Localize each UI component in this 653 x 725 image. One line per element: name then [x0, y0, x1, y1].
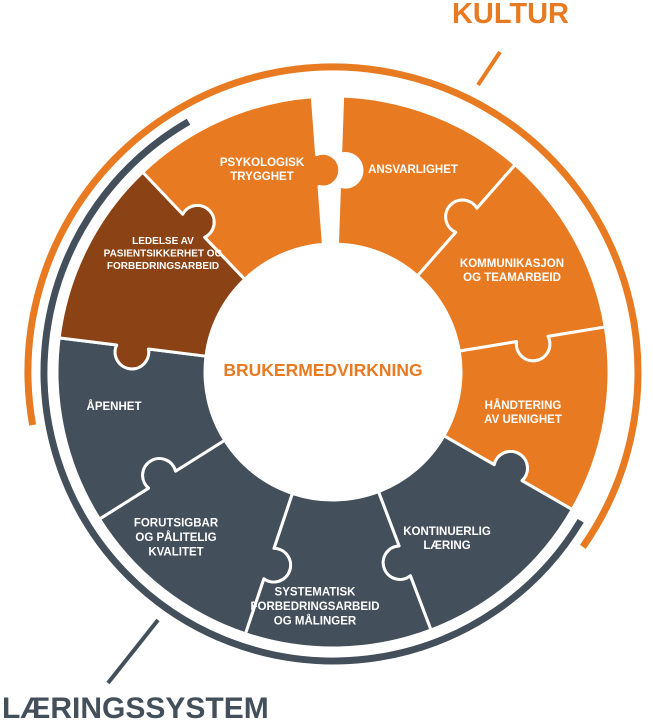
- outer-arcs: [24, 50, 642, 685]
- segment-label-apenhet: ÅPENHET: [87, 400, 142, 413]
- segment-label-line: OG PÅLITELIG: [135, 531, 216, 544]
- segment-label-psykologisk: PSYKOLOGISK TRYGGHET: [220, 157, 305, 183]
- segment-label-line: PSYKOLOGISK: [220, 157, 305, 169]
- segment-label-line: TRYGGHET: [230, 171, 293, 183]
- ring-segments: [55, 94, 611, 650]
- segment-label-line: AV UENIGHET: [484, 414, 562, 426]
- segment-label-line: FORBEDRINGSARBEID: [250, 601, 379, 613]
- segment-label-line: ÅPENHET: [87, 400, 142, 413]
- segment-label-line: SYSTEMATISK: [275, 587, 357, 599]
- segment-label-line: LEDELSE AV: [132, 236, 194, 247]
- segment-label-handtering: HÅNDTERING AV UENIGHET: [484, 399, 562, 426]
- segment-psykologisk: [141, 95, 342, 281]
- center-disc: [206, 245, 460, 499]
- segment-label-line: FORBEDRINGSARBEID: [107, 261, 219, 272]
- segment-labels: ANSVARLIGHET KOMMUNIKASJON OG TEAMARBEID HÅ…: [87, 157, 565, 628]
- segment-label-ansvarlighet: ANSVARLIGHET: [368, 164, 458, 176]
- kultur-arc: [24, 63, 642, 549]
- segment-label-line: OG MÅLINGER: [274, 614, 357, 627]
- segment-label-line: KONTINUERLIG: [403, 526, 491, 538]
- kultur-label: KULTUR: [452, 0, 569, 30]
- segment-label-line: ANSVARLIGHET: [368, 164, 458, 176]
- segment-label-line: KVALITET: [148, 546, 203, 558]
- center-label: BRUKERMEDVIRKNING: [223, 360, 422, 380]
- segment-label-line: FORUTSIGBAR: [134, 518, 219, 530]
- segment-label-kommunikasjon: KOMMUNIKASJON OG TEAMARBEID: [460, 258, 564, 284]
- segment-label-line: HÅNDTERING: [485, 399, 562, 412]
- segment-label-line: OG TEAMARBEID: [463, 272, 561, 284]
- segment-label-line: PASIENTSIKKERHET OG: [104, 249, 223, 260]
- kultur-leader-line: [476, 50, 502, 87]
- laeringssystem-leader-line: [106, 618, 160, 685]
- laeringssystem-arc: [40, 118, 584, 665]
- segment-label-line: LÆRING: [423, 540, 470, 552]
- laeringssystem-label: LÆRINGSSYSTEM: [2, 692, 269, 720]
- segment-label-kontinuerlig: KONTINUERLIG LÆRING: [403, 526, 491, 552]
- segment-label-line: KOMMUNIKASJON: [460, 258, 564, 270]
